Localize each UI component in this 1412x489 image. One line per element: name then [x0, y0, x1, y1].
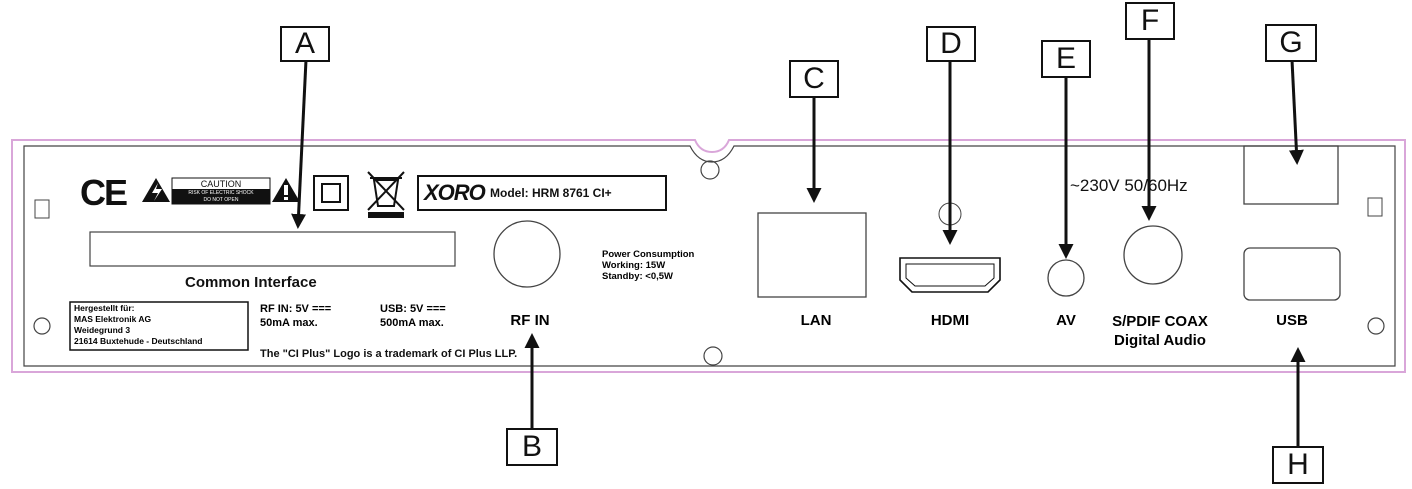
usb-label: USB	[1276, 312, 1308, 329]
trademark-note: The "CI Plus" Logo is a trademark of CI …	[260, 348, 518, 360]
rf-spec-line1: RF IN: 5V ===	[260, 303, 332, 315]
panel-outline	[11, 139, 1406, 373]
spdif-label: S/PDIF COAX Digital Audio	[1110, 312, 1210, 350]
hdmi-label: HDMI	[930, 312, 970, 329]
right-screw	[1367, 317, 1385, 335]
callout-arrows	[291, 40, 1306, 448]
callout-d: D	[926, 26, 976, 62]
manufacturer-line: MAS Elektronik AG	[74, 314, 152, 324]
callout-b: B	[506, 428, 558, 466]
usb-port	[1243, 247, 1341, 301]
rf-in-label: RF IN	[510, 312, 550, 329]
common-interface-slot	[89, 231, 456, 267]
caution-title: CAUTION	[200, 179, 242, 189]
brand-logo: XORO	[424, 180, 486, 205]
manufacturer-box	[69, 301, 249, 351]
power-standby: Standby: <0,5W	[602, 271, 673, 282]
rf-spec-line2: 50mA max.	[260, 317, 318, 329]
spdif-label-line2: Digital Audio	[1114, 332, 1206, 349]
left-side-tab	[34, 199, 50, 219]
power-working: Working: 15W	[602, 260, 666, 271]
manufacturer-line: Weidegrund 3	[74, 325, 131, 335]
manufacturer-line: Hergestellt für:	[74, 303, 135, 313]
usb-spec-line2: 500mA max.	[380, 317, 444, 329]
power-inlet	[1243, 145, 1339, 205]
callout-a: A	[280, 26, 330, 62]
left-screw	[33, 317, 51, 335]
callout-g: G	[1265, 24, 1317, 62]
double-insulation-icon	[313, 175, 349, 211]
arrow-g	[1288, 59, 1304, 165]
spdif-label-line1: S/PDIF COAX	[1112, 313, 1208, 330]
callout-c: C	[789, 60, 839, 98]
ce-mark: CE	[80, 172, 128, 213]
lan-port	[757, 212, 867, 298]
caution-line1: RISK OF ELECTRIC SHOCK	[188, 190, 254, 196]
caution-line2: DO NOT OPEN	[203, 197, 239, 203]
callout-e: E	[1041, 40, 1091, 78]
top-center-screw	[700, 160, 720, 180]
av-label: AV	[1056, 312, 1076, 329]
spdif-coax-jack	[1123, 225, 1183, 285]
right-side-tab	[1367, 197, 1383, 217]
lan-label: LAN	[800, 312, 832, 329]
model-label-box	[417, 175, 667, 211]
power-title: Power Consumption	[602, 249, 695, 260]
manufacturer-line: 21614 Buxtehude - Deutschland	[74, 336, 203, 346]
manufacturer-text: Hergestellt für: MAS Elektronik AG Weide…	[74, 303, 202, 347]
usb-spec-line1: USB: 5V ===	[380, 303, 446, 315]
hdmi-port	[899, 257, 1001, 293]
weee-bin-icon	[367, 171, 405, 211]
arrow-a	[291, 59, 308, 229]
callout-h: H	[1272, 446, 1324, 484]
power-consumption: Power Consumption Working: 15W Standby: …	[602, 249, 694, 282]
bottom-center-screw	[703, 346, 723, 366]
common-interface-label: Common Interface	[185, 274, 317, 291]
usb-spec: USB: 5V === 500mA max.	[380, 302, 446, 330]
model-label: Model: HRM 8761 CI+	[490, 186, 612, 200]
rf-in-connector	[493, 220, 561, 288]
voltage-label: ~230V 50/60Hz	[1070, 176, 1188, 195]
av-jack	[1047, 259, 1085, 297]
rf-spec: RF IN: 5V === 50mA max.	[260, 302, 331, 330]
callout-f: F	[1125, 2, 1175, 40]
